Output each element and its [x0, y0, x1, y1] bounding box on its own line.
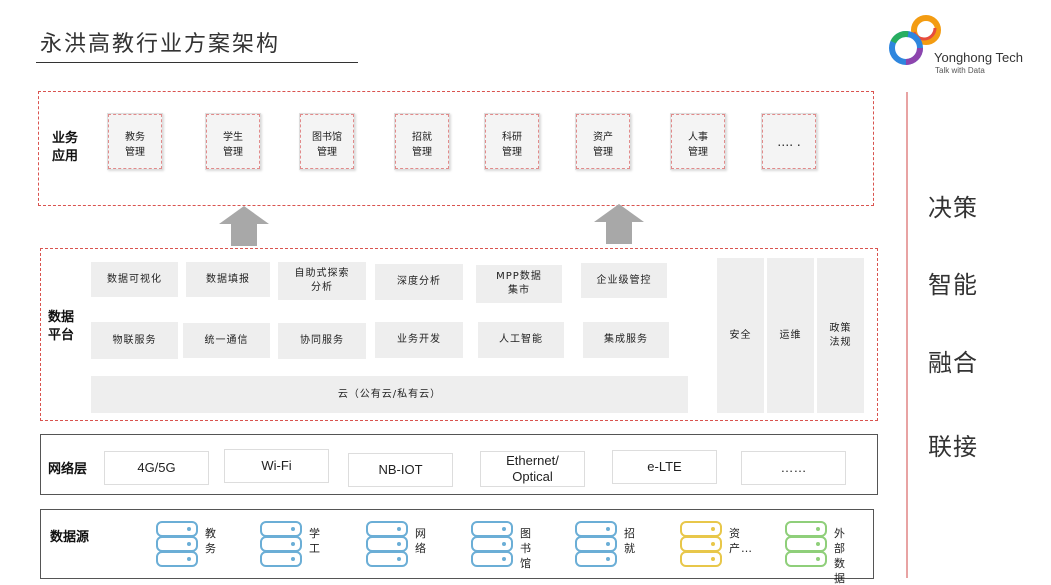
- biz-item-research[interactable]: 科研 管理: [484, 113, 540, 170]
- biz-item-label: 学生 管理: [223, 132, 243, 158]
- platform-item-deep-analysis[interactable]: 深度分析: [375, 264, 463, 300]
- up-arrow-icon: [594, 204, 644, 244]
- biz-item-label: …. .: [777, 135, 801, 149]
- platform-side-policy[interactable]: 政策 法规: [817, 258, 864, 413]
- database-icon: [575, 521, 617, 567]
- source-item-label: 教务: [205, 527, 217, 555]
- biz-item-assets[interactable]: 资产 管理: [575, 113, 631, 170]
- source-layer-label: 数据源: [50, 530, 90, 545]
- biz-item-library[interactable]: 图书馆 管理: [299, 113, 355, 170]
- network-item-4g5g[interactable]: 4G/5G: [104, 451, 209, 485]
- side-word-decision: 决策: [928, 194, 978, 222]
- side-word-intelligence: 智能: [928, 271, 978, 299]
- platform-side-security[interactable]: 安全: [717, 258, 764, 413]
- yonghong-logo-icon: [889, 15, 941, 65]
- biz-item-enrollment[interactable]: 招就 管理: [394, 113, 450, 170]
- brand-logo: Yonghong Tech Talk with Data: [886, 12, 1036, 78]
- network-item-wifi[interactable]: Wi-Fi: [224, 449, 329, 483]
- database-icon: [680, 521, 722, 567]
- platform-item-collaboration[interactable]: 协同服务: [278, 323, 366, 359]
- network-layer: [40, 434, 878, 495]
- side-word-fusion: 融合: [928, 349, 978, 377]
- network-layer-label: 网络层: [48, 462, 88, 477]
- title-underline: [36, 62, 358, 63]
- platform-layer: [40, 248, 878, 421]
- business-layer-label: 业务 应用: [52, 131, 79, 164]
- biz-item-academic[interactable]: 教务 管理: [107, 113, 163, 170]
- logo-slogan: Talk with Data: [935, 66, 985, 75]
- database-icon: [260, 521, 302, 567]
- platform-item-enterprise-control[interactable]: 企业级管控: [581, 263, 667, 298]
- platform-item-mpp-mart[interactable]: MPP数据 集市: [476, 265, 562, 303]
- up-arrow-icon: [219, 206, 269, 246]
- biz-item-label: 教务 管理: [125, 132, 145, 158]
- biz-item-label: 人事 管理: [688, 132, 708, 158]
- biz-item-more[interactable]: …. .: [761, 113, 817, 170]
- side-word-connection: 联接: [928, 433, 978, 461]
- database-icon: [785, 521, 827, 567]
- platform-item-ai[interactable]: 人工智能: [478, 322, 564, 358]
- database-icon: [156, 521, 198, 567]
- source-item-label: 外部 数据: [834, 527, 846, 585]
- biz-item-label: 招就 管理: [412, 132, 432, 158]
- biz-item-label: 资产 管理: [593, 132, 613, 158]
- source-item-label: 图书馆: [520, 527, 532, 570]
- source-item-label: 招就: [624, 527, 636, 555]
- right-divider: [906, 92, 908, 578]
- network-item-more[interactable]: ……: [741, 451, 846, 485]
- platform-item-iot[interactable]: 物联服务: [91, 322, 178, 359]
- platform-item-unified-comm[interactable]: 统一通信: [183, 323, 270, 358]
- biz-item-student[interactable]: 学生 管理: [205, 113, 261, 170]
- biz-item-label: 科研 管理: [502, 132, 522, 158]
- platform-item-integration[interactable]: 集成服务: [583, 322, 669, 358]
- platform-item-self-service[interactable]: 自助式探索 分析: [278, 262, 366, 300]
- logo-name: Yonghong Tech: [934, 50, 1023, 65]
- biz-item-label: 图书馆 管理: [312, 132, 342, 158]
- database-icon: [366, 521, 408, 567]
- source-item-label: 资 产…: [729, 527, 753, 555]
- network-item-elte[interactable]: e-LTE: [612, 450, 717, 484]
- page-title: 永洪高教行业方案架构: [40, 32, 281, 57]
- platform-item-visualization[interactable]: 数据可视化: [91, 262, 178, 297]
- platform-side-ops[interactable]: 运维: [767, 258, 814, 413]
- database-icon: [471, 521, 513, 567]
- source-layer: [40, 509, 874, 579]
- platform-layer-label: 数据 平台: [48, 310, 75, 343]
- source-item-label: 网络: [415, 527, 427, 555]
- network-item-ethernet[interactable]: Ethernet/ Optical: [480, 451, 585, 487]
- platform-cloud-bar[interactable]: 云（公有云/私有云）: [91, 376, 688, 413]
- business-layer: [38, 91, 874, 206]
- network-item-nbiot[interactable]: NB-IOT: [348, 453, 453, 487]
- platform-item-dev[interactable]: 业务开发: [375, 322, 463, 358]
- platform-item-data-entry[interactable]: 数据填报: [186, 262, 270, 297]
- source-item-label: 学工: [309, 527, 321, 555]
- biz-item-hr[interactable]: 人事 管理: [670, 113, 726, 170]
